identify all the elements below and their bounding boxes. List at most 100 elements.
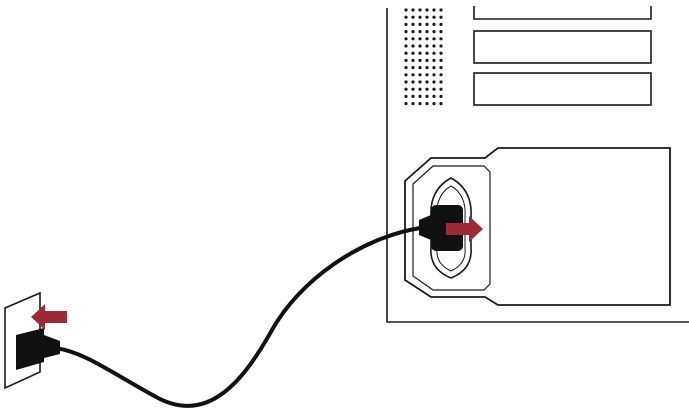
vent-dot [418, 37, 422, 41]
vent-dot [425, 66, 429, 70]
vent-dot [418, 73, 422, 77]
vent-dot [432, 22, 436, 26]
vent-dot [418, 94, 422, 98]
vent-dot [439, 87, 443, 91]
arrow-left-icon [31, 304, 67, 330]
arrow-right-icon [446, 216, 483, 242]
computer-case [386, 8, 689, 323]
vent-dot [404, 30, 408, 34]
vent-dot [418, 22, 422, 26]
vent-dot [432, 102, 436, 106]
vent-dot [425, 15, 429, 19]
vent-dot [439, 80, 443, 84]
vent-dot [425, 8, 429, 12]
expansion-slot-cover [473, 6, 652, 20]
vent-dot [439, 44, 443, 48]
expansion-slot-covers [473, 6, 652, 106]
vent-dot [411, 94, 415, 98]
vent-dot [404, 73, 408, 77]
vent-dot [404, 51, 408, 55]
vent-dot [418, 66, 422, 70]
vent-dot [425, 80, 429, 84]
vent-dot [432, 30, 436, 34]
vent-dot [432, 51, 436, 55]
vent-dots-icon [404, 8, 443, 106]
vent-dot [411, 87, 415, 91]
vent-dot [404, 44, 408, 48]
vent-dot [425, 94, 429, 98]
vent-dot [418, 44, 422, 48]
vent-dot [432, 8, 436, 12]
vent-dot [432, 44, 436, 48]
vent-dot [418, 8, 422, 12]
case-outline [386, 8, 689, 323]
vent-dot [439, 102, 443, 106]
wall-plug [16, 328, 60, 370]
vent-dot [404, 87, 408, 91]
vent-dot [425, 37, 429, 41]
power-plug-icon [16, 328, 44, 370]
vent-dot [425, 102, 429, 106]
vent-dot [411, 73, 415, 77]
vent-dot [432, 73, 436, 77]
expansion-slot-cover [473, 30, 652, 64]
vent-dot [411, 51, 415, 55]
vent-dot [411, 102, 415, 106]
vent-dot [418, 87, 422, 91]
psu-socket-recess [412, 165, 491, 291]
vent-dot [425, 73, 429, 77]
vent-dot [404, 80, 408, 84]
vent-dot [411, 30, 415, 34]
unplug-from-psu-arrow [446, 216, 483, 242]
vent-dot [432, 37, 436, 41]
psu-icon [404, 147, 671, 306]
vent-dot [425, 87, 429, 91]
vent-dot [425, 58, 429, 63]
vent-dot [439, 22, 443, 26]
vent-dot [404, 37, 408, 41]
vent-dot [404, 102, 408, 106]
vent-dot [411, 8, 415, 12]
vent-dot [411, 66, 415, 70]
vent-dot [432, 87, 436, 91]
unplug-from-wall-arrow [31, 304, 67, 330]
vent-dot [411, 58, 415, 63]
vent-dot [439, 8, 443, 12]
vent-dot [404, 66, 408, 70]
vent-dot [404, 8, 408, 12]
vent-dot [432, 15, 436, 19]
vent-dot [425, 51, 429, 55]
vent-dot [404, 94, 408, 98]
vent-dot [432, 94, 436, 98]
cable-icon [53, 226, 422, 408]
vent-dot [425, 22, 429, 26]
vent-dot [439, 30, 443, 34]
vent-dot [439, 51, 443, 55]
vent-dot [411, 15, 415, 19]
vent-dot [432, 80, 436, 84]
vent-dot [418, 51, 422, 55]
vent-dot [411, 80, 415, 84]
vent-dot [439, 15, 443, 19]
power-supply-unit [404, 147, 671, 306]
vent-dot [418, 58, 422, 63]
vent-dot [432, 66, 436, 70]
vent-dot [411, 44, 415, 48]
vent-dot [439, 66, 443, 70]
vent-dot [411, 22, 415, 26]
vent-dot [418, 15, 422, 19]
vent-dot [439, 73, 443, 77]
vent-dot [418, 30, 422, 34]
expansion-slot-cover [473, 72, 652, 106]
vent-dot [404, 22, 408, 26]
vent-dot [425, 44, 429, 48]
vent-dot [439, 58, 443, 63]
vent-dot [439, 37, 443, 41]
vent-dot [418, 102, 422, 106]
vent-dot [425, 30, 429, 34]
vent-dot [432, 58, 436, 63]
vent-dot [411, 37, 415, 41]
vent-dot [404, 58, 408, 63]
